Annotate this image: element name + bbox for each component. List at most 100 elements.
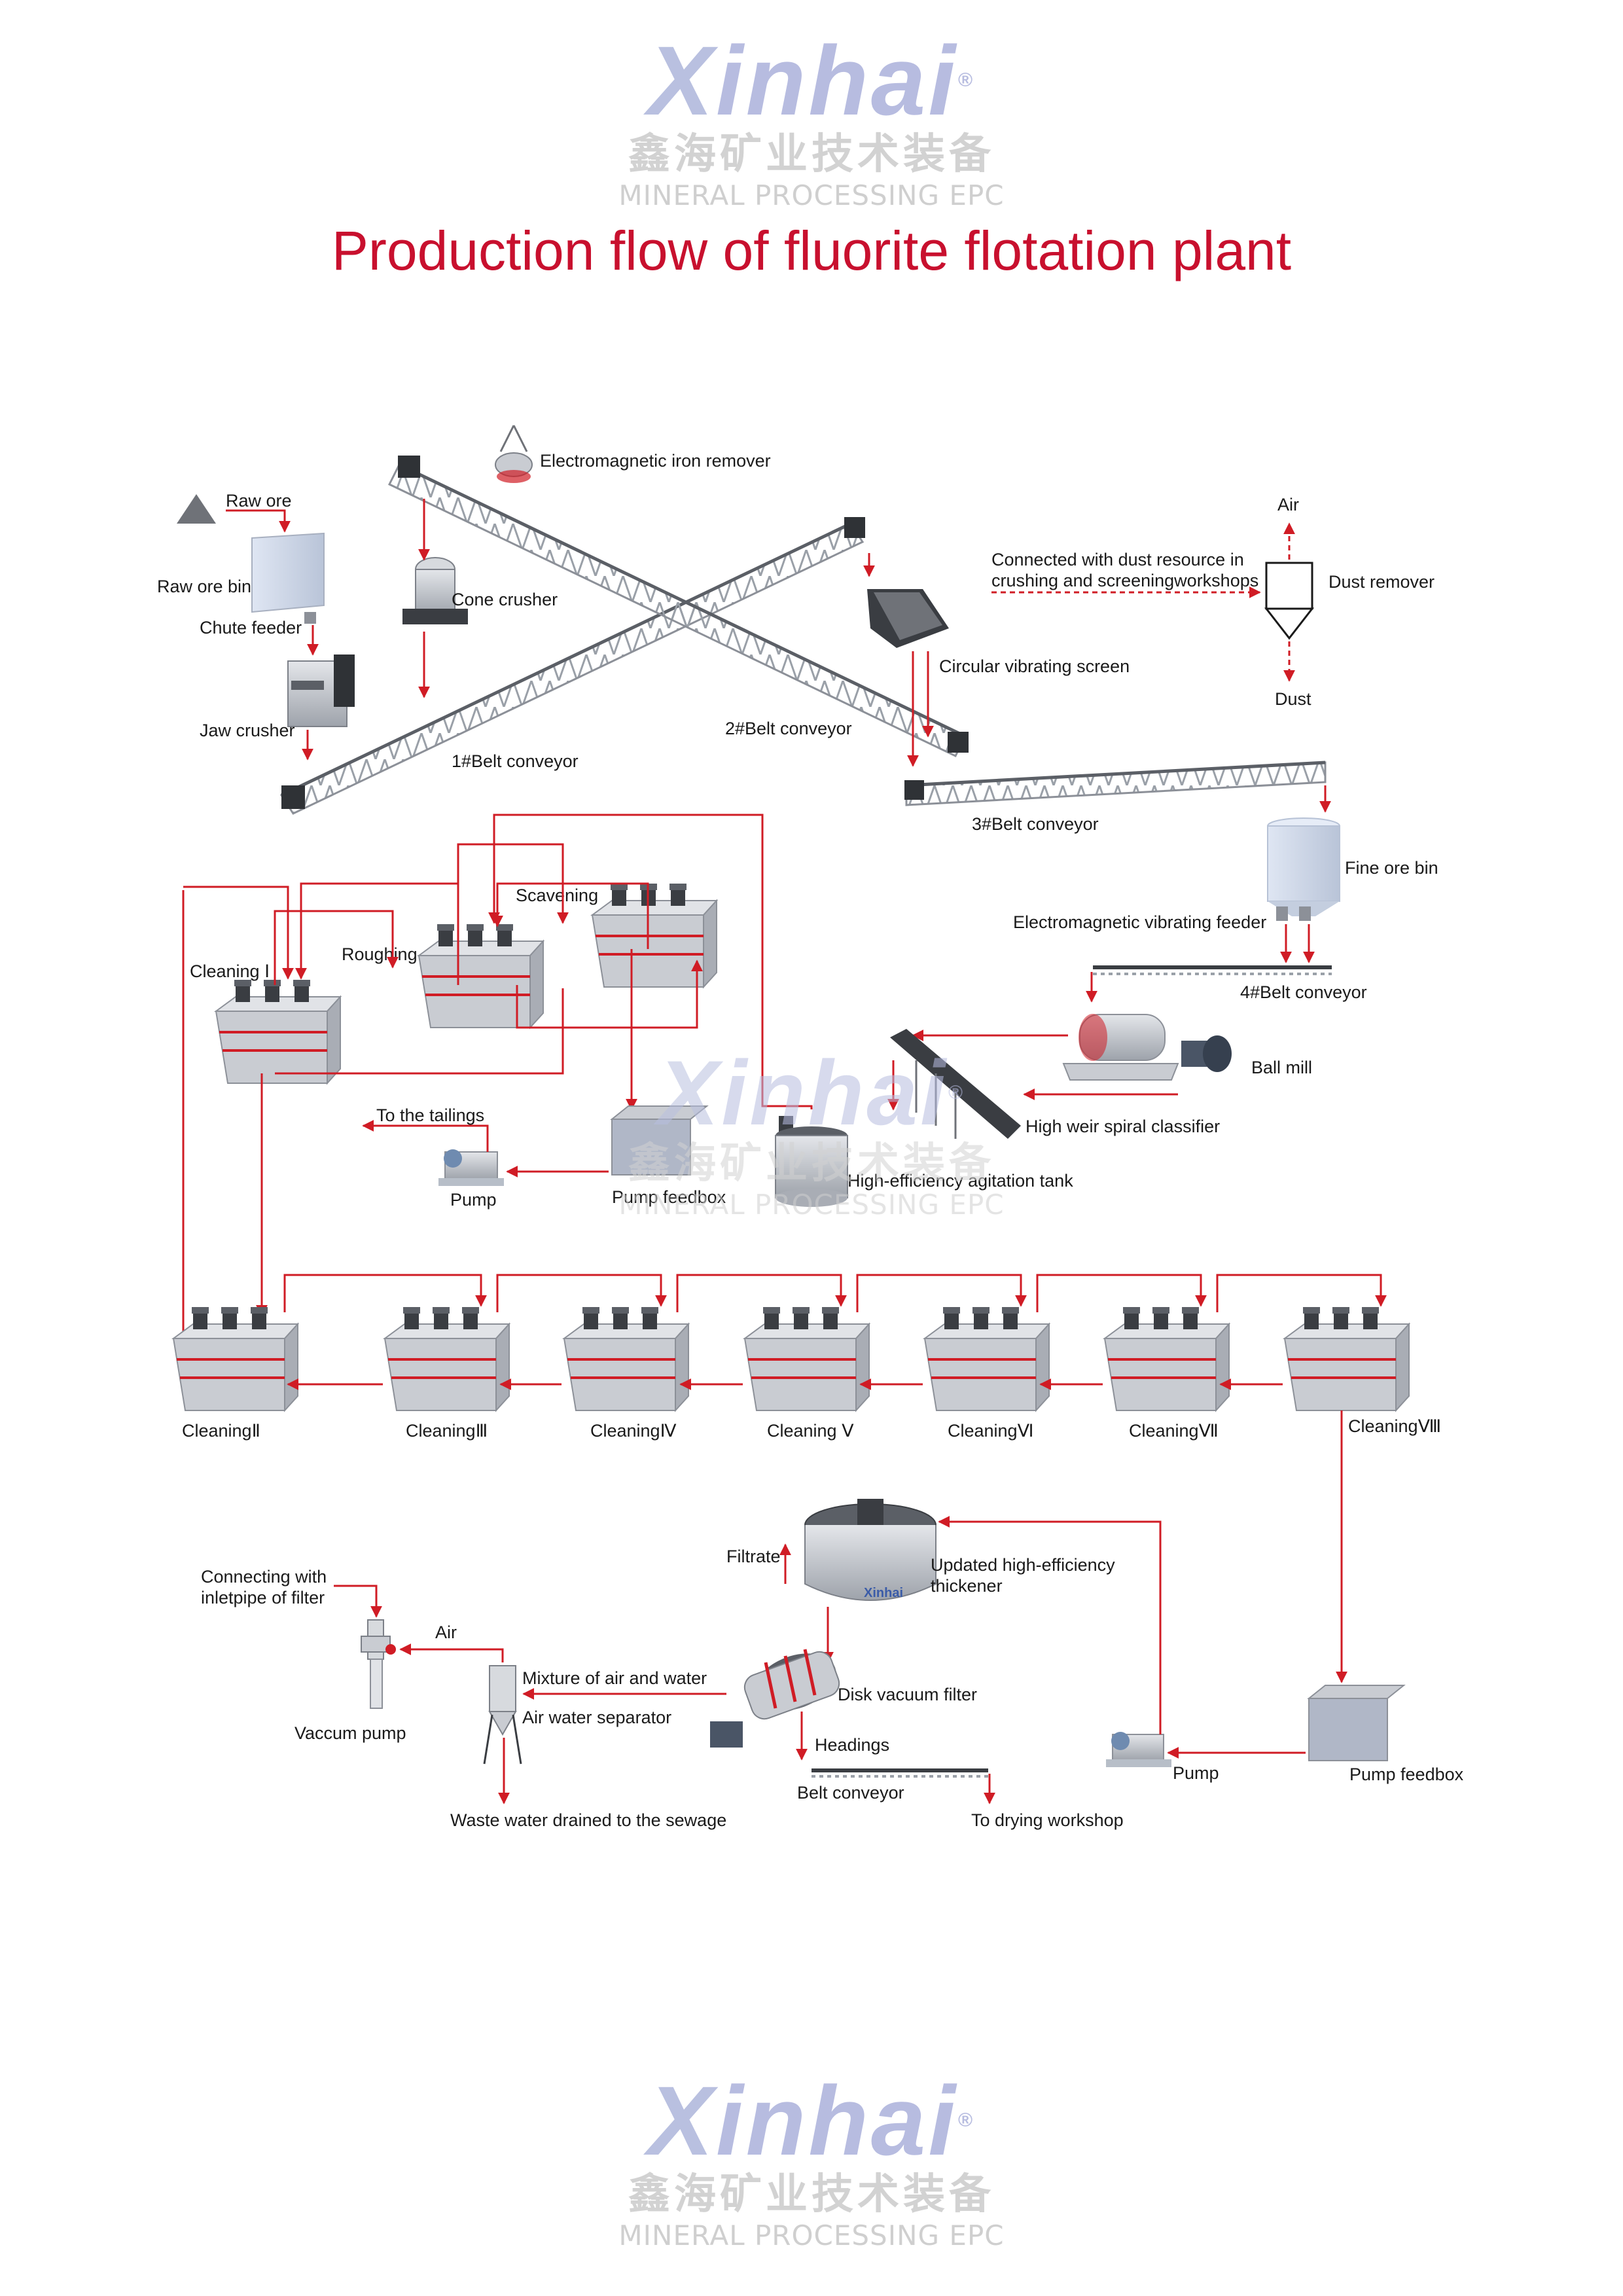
logo-x: X — [647, 26, 716, 135]
label-fine-ore-bin: Fine ore bin — [1345, 858, 1438, 878]
brand-header: Xinhai® 鑫海矿业技术装备 MINERAL PROCESSING EPC — [0, 31, 1623, 212]
arrow-c4-to-c5 — [676, 1274, 847, 1312]
label-raw-ore-bin: Raw ore bin — [157, 577, 251, 596]
label-cleaning-8: CleaningⅧ — [1348, 1416, 1441, 1436]
chute-feeder-icon — [304, 612, 316, 624]
label-cleaning-4: CleaningⅣ — [590, 1421, 677, 1441]
disk-vacuum-filter-icon — [710, 1649, 840, 1748]
arrow-vacuum-to-filter — [334, 1585, 382, 1618]
belt-conveyor-final-icon — [812, 1768, 988, 1778]
label-mixture: Mixture of air and water — [522, 1668, 707, 1688]
pipe-tank-to-roughing — [488, 814, 813, 1109]
label-cleaning-6: CleaningⅥ — [948, 1421, 1033, 1441]
label-dust: Dust — [1275, 689, 1311, 709]
cleaning-3-cell-icon — [383, 1306, 510, 1412]
pump-feedbox-1-icon — [610, 1105, 709, 1175]
label-em-feeder: Electromagnetic vibrating feeder — [1013, 912, 1266, 932]
watermark-logo: Xinhai® — [0, 1047, 1623, 1139]
label-pump-feedbox-2: Pump feedbox — [1349, 1765, 1464, 1784]
spiral-classifier-icon — [890, 1029, 1021, 1139]
arrow-c3-to-c4 — [496, 1274, 667, 1312]
arrow-pump2-to-thickener — [938, 1516, 1162, 1734]
label-agitation-tank: High-efficiency agitation tank — [847, 1171, 1073, 1191]
cleaning-2-cell-icon — [172, 1306, 299, 1412]
label-scavening: Scavening — [516, 886, 598, 905]
watermark-logo-x: X — [657, 1041, 722, 1144]
fine-ore-bin-icon — [1267, 817, 1340, 921]
watermark-english: MINERAL PROCESSING EPC — [618, 1189, 1005, 1221]
arrow-c2-to-c3 — [283, 1274, 487, 1312]
label-connect-filter-1: Connecting with — [201, 1567, 327, 1587]
cleaning-8-cell-icon — [1283, 1306, 1410, 1412]
footer-logo-text: inhai — [715, 2066, 958, 2176]
ball-mill-icon — [1062, 1014, 1232, 1081]
label-ball-mill: Ball mill — [1251, 1058, 1312, 1077]
pump-2-icon — [1106, 1732, 1171, 1767]
label-belt-conveyor: Belt conveyor — [797, 1783, 904, 1803]
label-pump-2: Pump — [1173, 1763, 1219, 1783]
cleaning-4-cell-icon — [563, 1306, 690, 1412]
belt-conveyor-4-icon — [1093, 965, 1332, 975]
brand-chinese: 鑫海矿业技术装备 — [628, 130, 995, 179]
dust-remover-icon — [1264, 562, 1315, 640]
label-cleaning-2: CleaningⅡ — [182, 1421, 260, 1441]
agitation-tank-icon — [775, 1116, 848, 1207]
jaw-crusher-icon — [287, 655, 355, 727]
label-cone-crusher: Cone crusher — [452, 590, 558, 609]
footer-logo-x: X — [647, 2066, 716, 2176]
label-to-tailings: To the tailings — [376, 1105, 484, 1125]
label-jaw-crusher: Jaw crusher — [200, 721, 295, 740]
cleaning-7-cell-icon — [1103, 1306, 1230, 1412]
thickener-icon — [804, 1499, 936, 1601]
label-roughing: Roughing — [342, 944, 418, 964]
label-to-drying: To drying workshop — [971, 1810, 1124, 1830]
watermark-center: Xinhai® 鑫海矿业技术装备 MINERAL PROCESSING EPC — [0, 1047, 1623, 1221]
watermark-registered: ® — [948, 1082, 966, 1103]
label-dust-note-1: Connected with dust resource in — [991, 550, 1244, 569]
label-thickener-2: thickener — [931, 1576, 1003, 1596]
belt-conveyor-2-icon — [387, 456, 969, 757]
label-thickener-1: Updated high-efficiency — [931, 1555, 1115, 1575]
label-connect-filter-2: inletpipe of filter — [201, 1588, 325, 1607]
footer-chinese: 鑫海矿业技术装备 — [628, 2170, 995, 2219]
label-pump-feedbox-1: Pump feedbox — [612, 1187, 726, 1207]
footer-registered: ® — [957, 2109, 976, 2131]
label-dust-remover: Dust remover — [1329, 572, 1435, 592]
watermark-chinese: 鑫海矿业技术装备 — [628, 1139, 995, 1188]
vibrating-screen-icon — [867, 589, 949, 648]
cleaning-5-cell-icon — [743, 1306, 870, 1412]
pump-feedbox-2-icon — [1307, 1685, 1406, 1761]
label-spiral-classifier: High weir spiral classifier — [1026, 1117, 1220, 1136]
arrow-c7-to-c8 — [1216, 1274, 1387, 1312]
label-headings: Headings — [815, 1735, 889, 1755]
pipe-rough-to-cleaning1 — [295, 882, 459, 985]
pipe-cleaning1-return — [274, 910, 399, 985]
arrow-raw-ore — [226, 509, 291, 533]
label-chute-feeder: Chute feeder — [200, 618, 302, 637]
vacuum-pump-icon — [361, 1619, 396, 1709]
arrow-c5-to-c6 — [856, 1274, 1027, 1312]
label-cleaning-1: Cleaning Ⅰ — [190, 961, 270, 981]
pump-1-icon — [438, 1149, 504, 1186]
cleaning-6-cell-icon — [923, 1306, 1050, 1412]
label-belt3: 3#Belt conveyor — [972, 814, 1099, 834]
label-waste-water: Waste water drained to the sewage — [450, 1810, 726, 1830]
registered-mark: ® — [957, 69, 976, 91]
label-disk-filter: Disk vacuum filter — [838, 1685, 977, 1704]
pipe-roughing-to-scav — [516, 960, 703, 1029]
brand-footer: Xinhai® 鑫海矿业技术装备 MINERAL PROCESSING EPC — [0, 2072, 1623, 2252]
label-dust-note-2: crushing and screeningworkshops — [991, 571, 1258, 590]
arrow-pump-to-tailings — [362, 1120, 489, 1152]
cone-crusher-icon — [402, 557, 468, 624]
iron-remover-icon — [495, 425, 533, 483]
label-belt2: 2#Belt conveyor — [725, 719, 852, 738]
label-cleaning-7: CleaningⅦ — [1129, 1421, 1219, 1441]
thickener-badge: Xinhai — [864, 1586, 903, 1600]
label-belt1: 1#Belt conveyor — [452, 751, 579, 771]
label-raw-ore: Raw ore — [226, 491, 292, 511]
brand-logo: Xinhai® — [0, 31, 1623, 130]
footer-english: MINERAL PROCESSING EPC — [618, 2219, 1005, 2251]
label-vacuum-pump: Vaccum pump — [294, 1723, 406, 1743]
